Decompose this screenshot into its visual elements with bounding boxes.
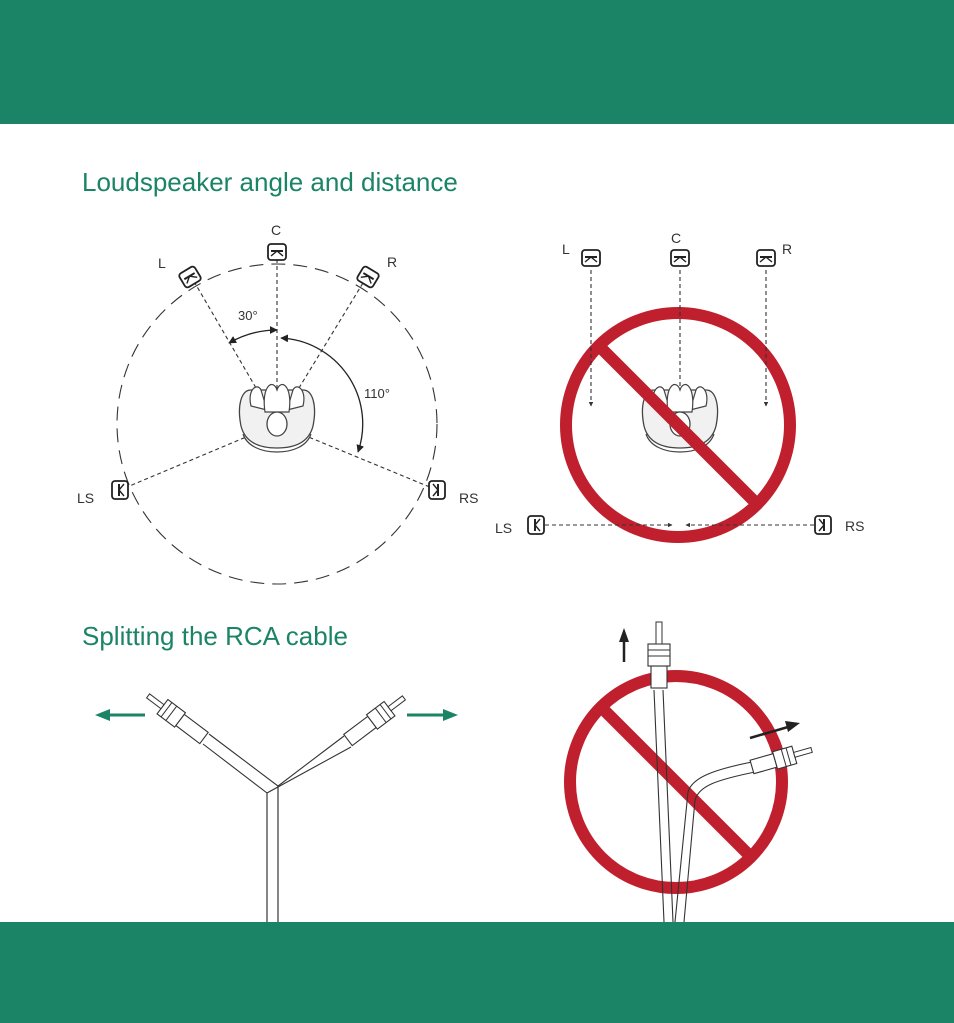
listening-chair bbox=[238, 383, 316, 453]
speaker-rs bbox=[428, 480, 446, 500]
speaker-l-wrong bbox=[581, 249, 601, 267]
speaker-ls-wrong bbox=[527, 515, 545, 535]
label-rs: RS bbox=[459, 490, 478, 506]
speaker-lines bbox=[119, 258, 438, 491]
label-r: R bbox=[387, 254, 397, 270]
speaker-r-wrong bbox=[756, 249, 776, 267]
label-ls-wrong: LS bbox=[495, 520, 512, 536]
rca-split-incorrect bbox=[564, 621, 813, 923]
listening-circle bbox=[116, 263, 438, 585]
footer-band bbox=[0, 922, 954, 1023]
speaker-c-wrong bbox=[670, 249, 690, 267]
black-arrow-diag-head bbox=[785, 721, 800, 732]
prohibit-slash-rca bbox=[596, 702, 756, 862]
green-arrow-left-head bbox=[95, 709, 110, 721]
header-band bbox=[0, 0, 954, 124]
prohibit-slash bbox=[594, 341, 762, 509]
label-l: L bbox=[158, 255, 166, 271]
rca-section-title: Splitting the RCA cable bbox=[82, 621, 348, 651]
rca-plug-right bbox=[343, 695, 407, 747]
rca-split-correct bbox=[95, 693, 458, 922]
rca-plug-left bbox=[145, 693, 209, 745]
speaker-r bbox=[355, 264, 381, 290]
speaker-c bbox=[267, 243, 287, 261]
angle-110-label: 110° bbox=[364, 386, 390, 401]
angle-30-arc bbox=[228, 326, 278, 344]
label-l-wrong: L bbox=[562, 241, 570, 257]
label-ls: LS bbox=[77, 490, 94, 506]
black-arrow-up-head bbox=[619, 628, 629, 642]
prohibit-circle-rca bbox=[564, 670, 788, 894]
prohibit-circle bbox=[560, 307, 796, 543]
label-rs-wrong: RS bbox=[845, 518, 864, 534]
angle-30-label: 30° bbox=[238, 308, 258, 323]
speaker-ls bbox=[111, 480, 129, 500]
left-angle-diagram: C L R LS RS 30° 110° bbox=[77, 222, 478, 585]
black-arrow-diag-shaft bbox=[749, 725, 789, 740]
green-arrow-right-head bbox=[443, 709, 458, 721]
speaker-rs-wrong bbox=[814, 515, 832, 535]
label-c-wrong: C bbox=[671, 230, 681, 246]
label-c: C bbox=[271, 222, 281, 238]
angle-section-title: Loudspeaker angle and distance bbox=[82, 167, 458, 197]
rca-plug-top bbox=[647, 621, 671, 689]
label-r-wrong: R bbox=[782, 241, 792, 257]
rca-plug-side bbox=[749, 745, 813, 775]
angle-110-arc bbox=[280, 334, 364, 453]
right-incorrect-diagram: L C R LS RS bbox=[495, 230, 864, 543]
